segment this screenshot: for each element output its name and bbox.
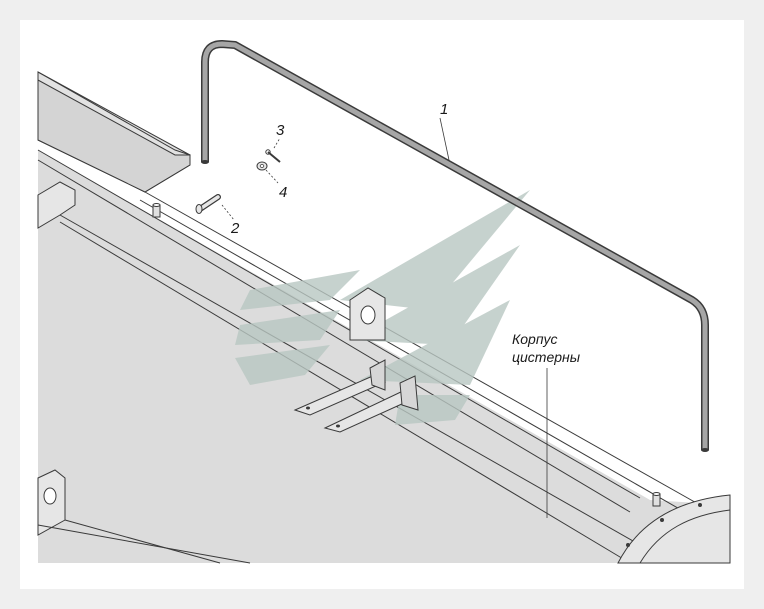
left-bracket — [37, 181, 76, 229]
pin — [195, 194, 221, 214]
callout-4: 4 — [279, 184, 287, 201]
cotter-pin-leader — [273, 137, 281, 149]
tank-label-line1: Корпус — [512, 331, 558, 347]
cotter-pin — [265, 149, 281, 163]
lower-rail-a — [37, 524, 251, 564]
flange-bolt-3 — [626, 543, 630, 547]
support-bracket-2-web — [399, 375, 419, 411]
bracket-hole-1 — [306, 406, 310, 410]
handrail-fill — [202, 41, 708, 450]
pin-leader — [221, 204, 235, 221]
callout-1: 1 — [440, 101, 448, 118]
rail-line-3 — [59, 214, 641, 546]
bracket-hole-2 — [336, 424, 340, 428]
tank-end-flange-inner — [639, 509, 731, 564]
lifting-lug-hole — [360, 305, 376, 325]
washer — [256, 161, 268, 171]
handrail-end-right — [701, 448, 709, 452]
handrail-end-left — [201, 160, 209, 164]
tank-side-surface — [38, 150, 730, 563]
support-bracket-1-web — [369, 359, 386, 391]
flange-bolt-1 — [660, 518, 664, 522]
lower-left-lug-hole — [43, 487, 57, 505]
callout-3: 3 — [276, 122, 285, 139]
lower-rail-b — [64, 519, 221, 564]
rail-post-right-top — [652, 492, 661, 496]
flange-bolt-2 — [698, 503, 702, 507]
rail-post-left-top — [152, 203, 161, 207]
watermark-logo — [235, 190, 530, 425]
tank-label-line2: цистерны — [512, 349, 581, 365]
rail-line-2 — [37, 159, 631, 513]
handrail-leader — [439, 117, 450, 161]
callout-2: 2 — [230, 220, 240, 237]
washer-leader — [265, 169, 279, 184]
flange-edge-line — [37, 71, 191, 193]
rail-line-1 — [37, 149, 641, 499]
